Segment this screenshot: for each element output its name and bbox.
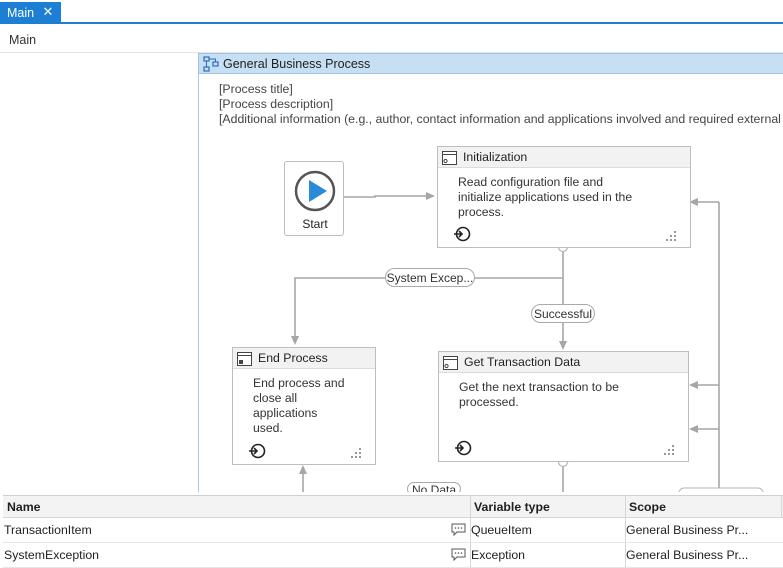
entry-icon[interactable] xyxy=(453,225,471,243)
annotation-additional-info[interactable]: [Additional information (e.g., author, c… xyxy=(219,112,783,126)
annotation-icon[interactable] xyxy=(451,548,466,561)
breadcrumb-item-main[interactable]: Main xyxy=(9,32,37,47)
column-scope[interactable]: Scope xyxy=(629,499,666,514)
resize-grip-icon[interactable] xyxy=(666,231,676,241)
document-tab-bar: Main ✕ xyxy=(0,0,783,24)
state-icon xyxy=(443,356,458,370)
state-description: Get the next transaction to be processed… xyxy=(459,380,619,409)
state-initialization[interactable]: Initialization Read configuration file a… xyxy=(437,146,691,248)
play-icon xyxy=(294,170,336,212)
state-description: End process and close all applications u… xyxy=(253,376,345,435)
state-icon xyxy=(442,151,457,165)
transition-system-exception[interactable]: System Excep... xyxy=(385,268,475,287)
state-title: Initialization xyxy=(463,150,528,164)
entry-icon[interactable] xyxy=(248,442,266,460)
variable-name[interactable]: SystemException xyxy=(4,548,100,562)
designer-canvas[interactable]: General Business Process [Process title]… xyxy=(3,53,783,492)
transition-no-data[interactable]: No Data xyxy=(407,482,461,492)
state-title: End Process xyxy=(258,351,328,365)
annotation-process-title[interactable]: [Process title] xyxy=(219,82,293,96)
variable-scope[interactable]: General Business Pr... xyxy=(626,523,749,537)
flowchart-header[interactable]: General Business Process xyxy=(198,53,783,74)
column-name[interactable]: Name xyxy=(7,499,41,514)
tab-main-label: Main xyxy=(7,6,35,20)
tab-main[interactable]: Main ✕ xyxy=(0,2,61,24)
flowchart-icon xyxy=(203,56,219,72)
resize-grip-icon[interactable] xyxy=(351,448,361,458)
annotation-process-description[interactable]: [Process description] xyxy=(219,97,334,111)
column-variable-type[interactable]: Variable type xyxy=(474,499,550,514)
state-get-transaction-data[interactable]: Get Transaction Data Get the next transa… xyxy=(438,351,689,462)
variable-type[interactable]: QueueItem xyxy=(471,523,532,537)
variable-type[interactable]: Exception xyxy=(471,548,526,562)
resize-grip-icon[interactable] xyxy=(664,445,674,455)
flowchart-border xyxy=(198,74,199,492)
state-icon xyxy=(237,352,252,366)
variable-scope[interactable]: General Business Pr... xyxy=(626,548,749,562)
start-label: Start xyxy=(302,217,328,231)
state-description: Read configuration file and initialize a… xyxy=(458,175,633,219)
variables-panel: Name Variable type Scope TransactionItem… xyxy=(3,495,783,568)
entry-icon[interactable] xyxy=(454,439,472,457)
start-node[interactable]: Start xyxy=(284,161,344,236)
breadcrumb: Main xyxy=(0,27,783,53)
variables-header: Name Variable type Scope xyxy=(3,496,783,518)
state-title: Get Transaction Data xyxy=(464,355,581,369)
variable-row[interactable]: SystemException Exception General Busine… xyxy=(3,543,783,568)
close-icon[interactable]: ✕ xyxy=(42,4,54,19)
annotation-icon[interactable] xyxy=(451,523,466,536)
transition-successful[interactable]: Successful xyxy=(531,304,595,323)
variable-name[interactable]: TransactionItem xyxy=(4,523,92,537)
flowchart-title: General Business Process xyxy=(223,56,371,71)
variable-row[interactable]: TransactionItem QueueItem General Busine… xyxy=(3,518,783,543)
state-end-process[interactable]: End Process End process and close all ap… xyxy=(232,347,376,465)
